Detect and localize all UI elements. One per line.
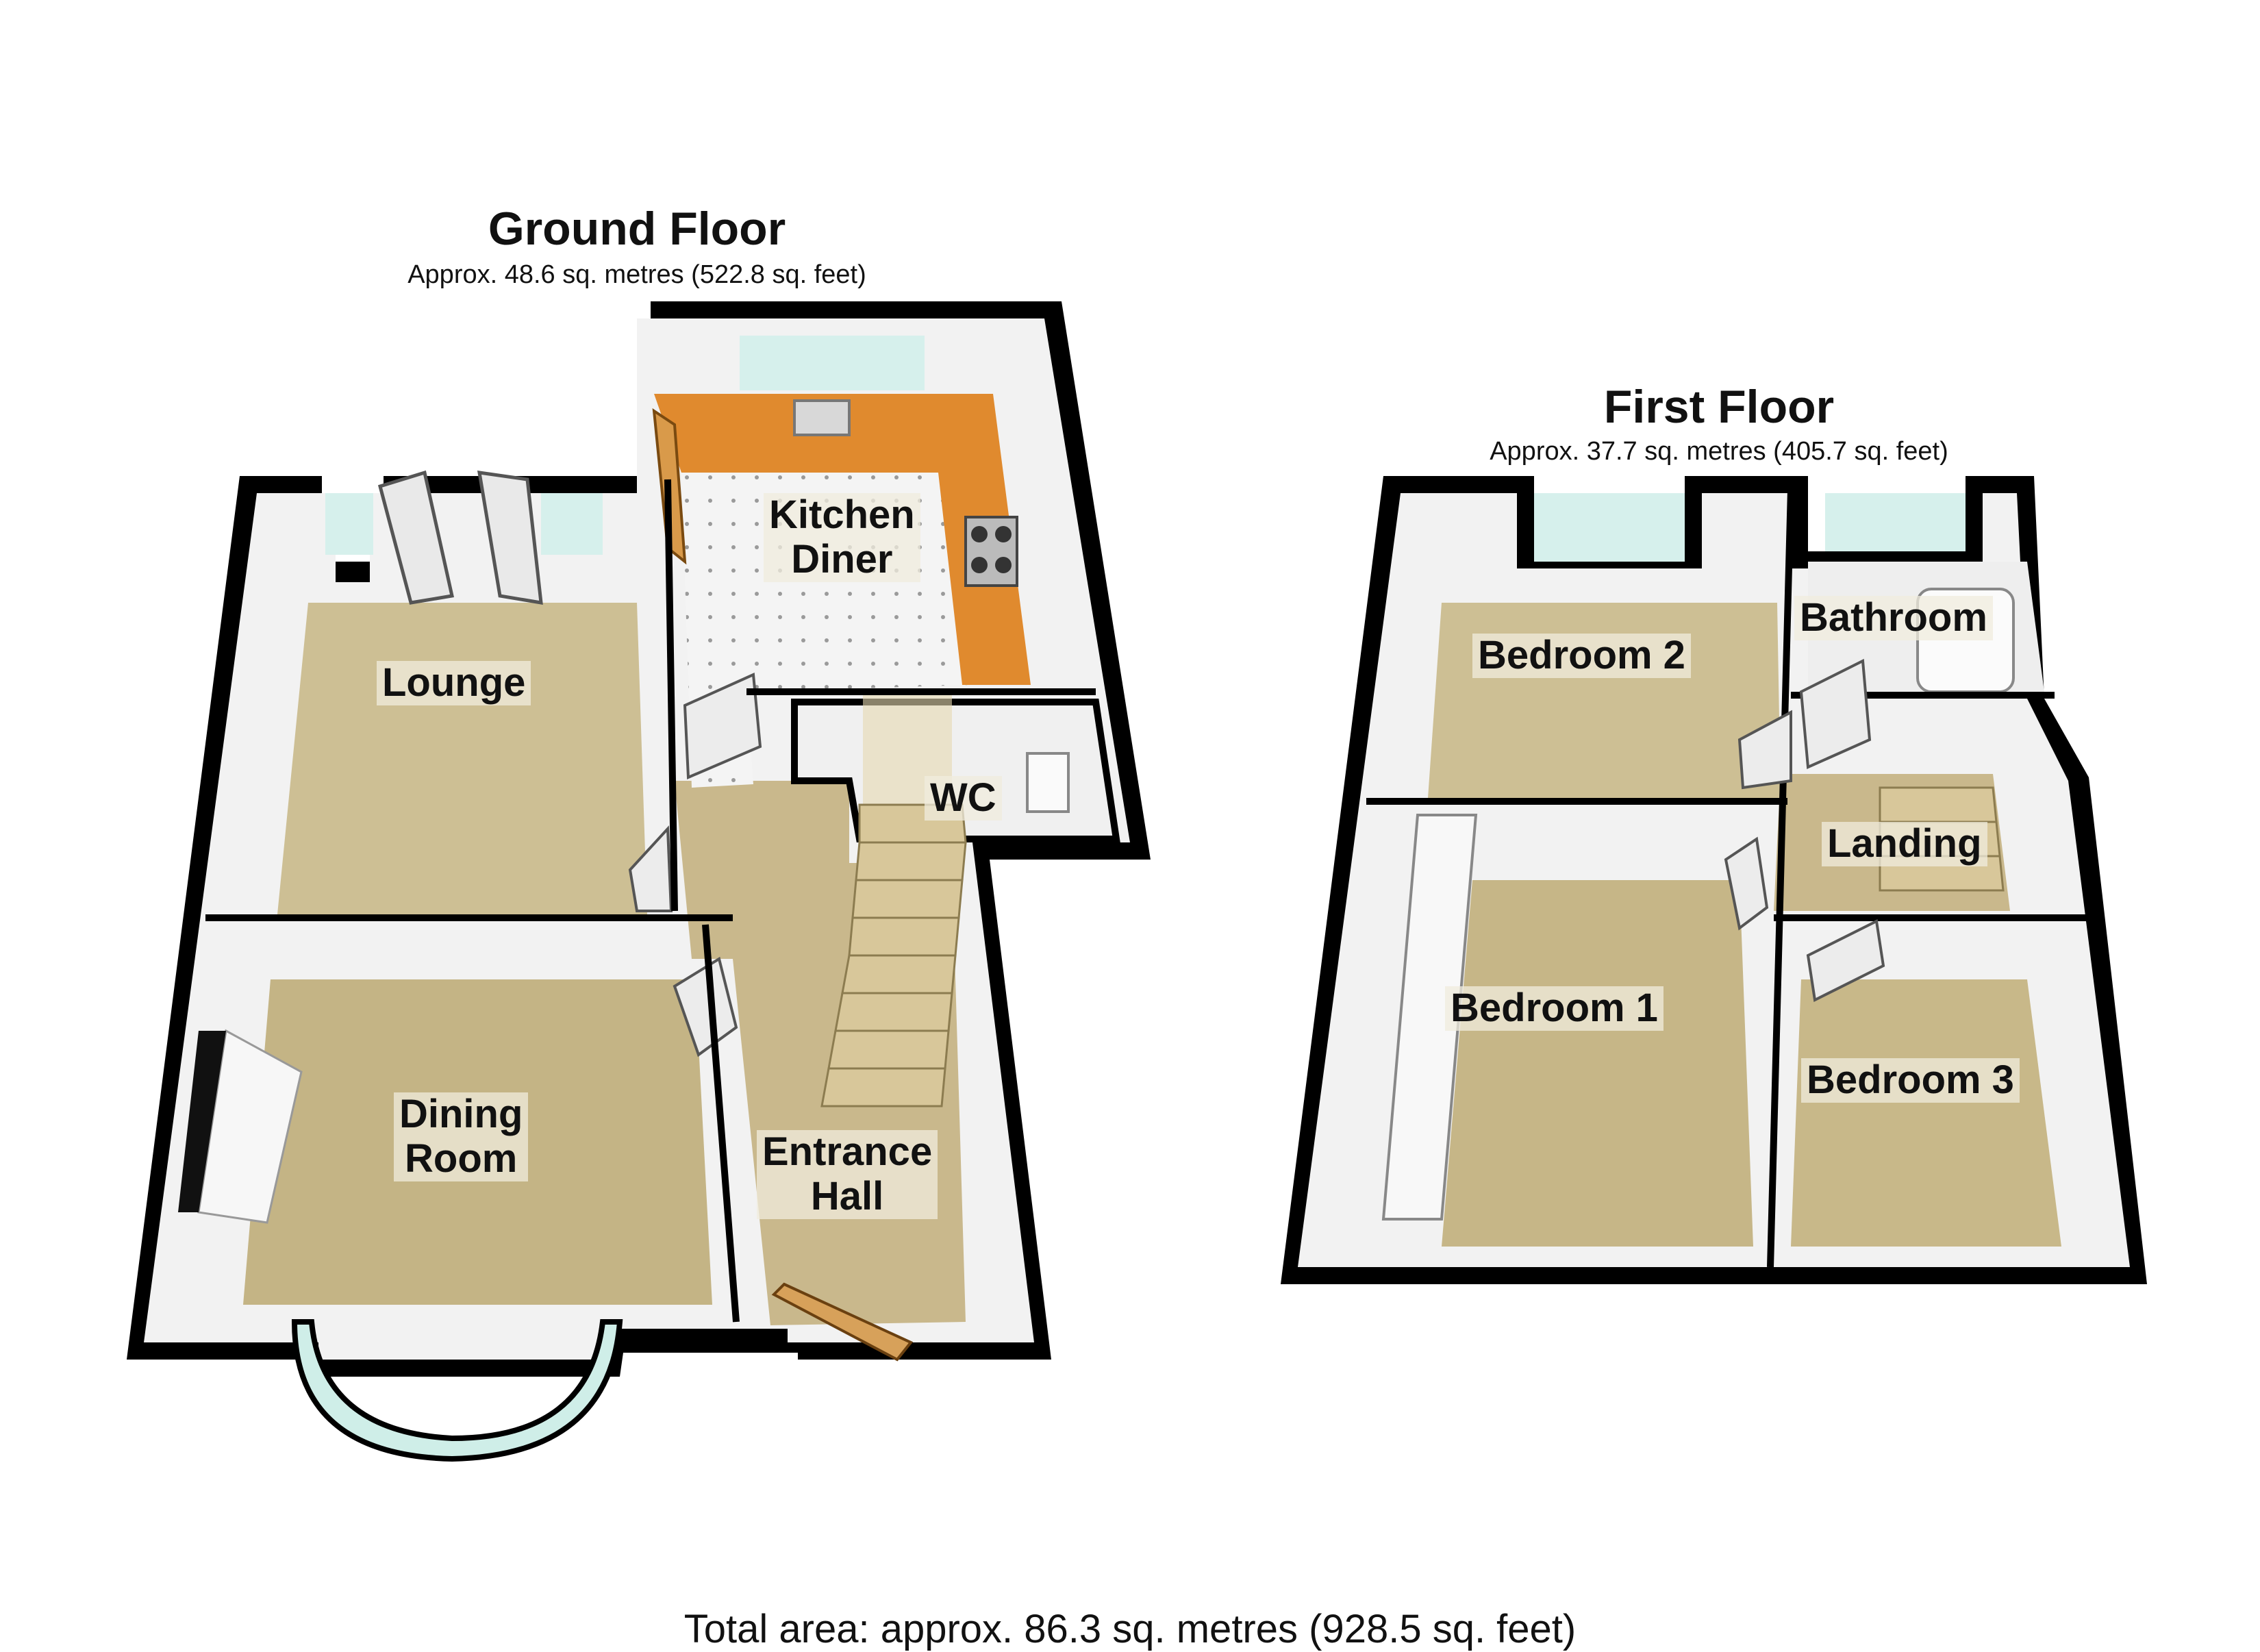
- label-landing: Landing: [1822, 821, 1987, 866]
- lounge-floor: [277, 603, 647, 914]
- label-wc: WC: [925, 775, 1002, 821]
- label-bedroom-3: Bedroom 3: [1801, 1057, 2020, 1103]
- bedroom2-door: [1737, 710, 1792, 790]
- label-bedroom-1: Bedroom 1: [1445, 986, 1663, 1031]
- lounge-window-left: [325, 493, 373, 555]
- label-kitchen-diner: Kitchen Diner: [764, 492, 920, 582]
- front-door: [771, 1282, 914, 1362]
- bedroom1-door: [1724, 836, 1769, 931]
- ground-floor-plan: [127, 301, 1151, 1462]
- label-bedroom-2: Bedroom 2: [1472, 633, 1691, 678]
- kitchen-worktop: [654, 394, 1031, 685]
- ground-stairs: [820, 803, 967, 1107]
- wc-toilet: [1026, 752, 1070, 813]
- first-floor-title: First Floor: [1603, 381, 1835, 433]
- ground-floor-area: Approx. 48.6 sq. metres (522.8 sq. feet): [407, 260, 866, 289]
- bedroom1-floor: [1442, 880, 1753, 1247]
- kitchen-hall-door: [683, 673, 762, 779]
- bathroom-door: [1799, 658, 1872, 769]
- lounge-window-right: [541, 493, 603, 555]
- bay-window: [291, 1319, 623, 1462]
- wardrobe: [1381, 814, 1478, 1221]
- kitchen-window: [740, 336, 925, 390]
- bathroom-window: [1825, 493, 1966, 551]
- sink: [793, 399, 851, 436]
- ground-interior-walls: [205, 479, 1096, 1323]
- chimney-breast: [197, 1029, 303, 1224]
- dining-door: [673, 956, 738, 1057]
- first-floor-plan: [1281, 476, 2147, 1284]
- first-floor-area: Approx. 37.7 sq. metres (405.7 sq. feet): [1490, 437, 1948, 466]
- bedroom3-floor: [1791, 979, 2061, 1247]
- bedroom2-floor: [1428, 603, 1781, 798]
- label-lounge: Lounge: [377, 660, 531, 705]
- label-entrance-hall: Entrance Hall: [757, 1129, 938, 1219]
- hob: [964, 516, 1018, 587]
- fireplace-recess: [178, 1031, 226, 1212]
- bedroom3-door: [1806, 918, 1885, 1003]
- label-bathroom: Bathroom: [1794, 595, 1993, 640]
- lounge-french-doors: [377, 470, 543, 605]
- ground-floor-title: Ground Floor: [488, 203, 786, 255]
- label-dining-room: Dining Room: [394, 1092, 529, 1181]
- bedroom2-window: [1534, 493, 1685, 562]
- total-area: Total area: approx. 86.3 sq. metres (928…: [683, 1607, 1577, 1651]
